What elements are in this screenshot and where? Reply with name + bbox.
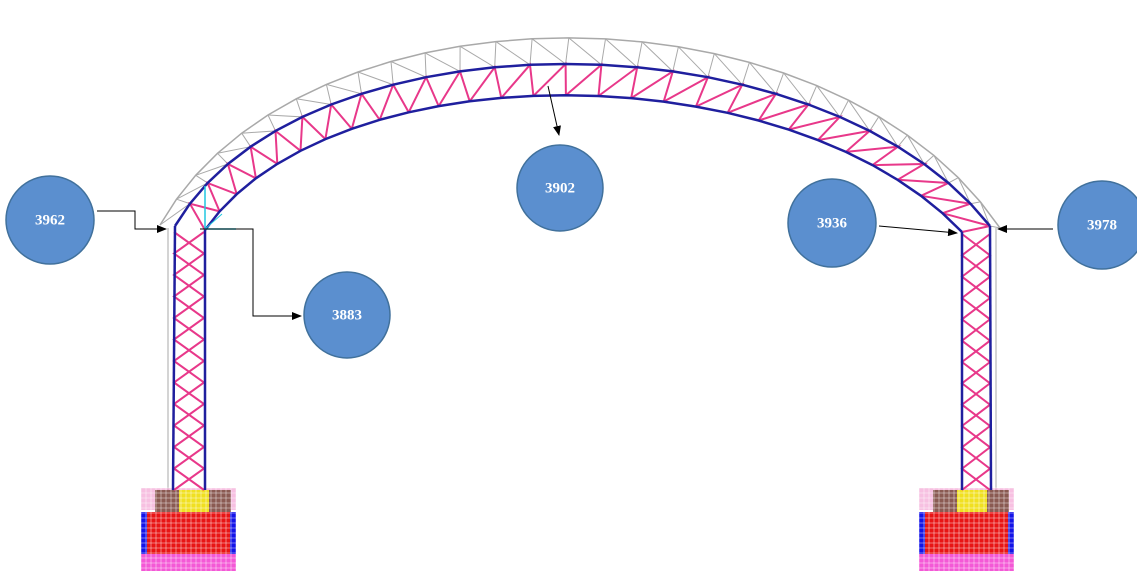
outer-frame-web xyxy=(848,99,880,132)
outer-frame-web xyxy=(906,134,935,165)
left-column-outer-chord xyxy=(171,225,177,491)
right-footing-mesh xyxy=(918,487,1015,571)
left-footing-mesh xyxy=(140,487,237,571)
arrow-3883 xyxy=(200,228,302,320)
arch-web-diagonal xyxy=(468,64,503,102)
leader-arrows xyxy=(97,85,1053,320)
node-marker-3962 xyxy=(5,175,95,265)
node-callout-3936: 3936 xyxy=(787,178,877,268)
outer-frame-web xyxy=(605,38,643,69)
outer-frame-web xyxy=(783,72,818,106)
arch-web-diagonal xyxy=(817,129,874,153)
axis-z-line xyxy=(204,213,223,230)
footing-brown-block xyxy=(987,490,1009,512)
outer-frame-web xyxy=(357,61,394,86)
footing-bottom-band xyxy=(919,554,1014,571)
footing-yellow-block xyxy=(179,490,209,512)
node-callout-3902: 3902 xyxy=(516,144,604,232)
footing-brown-block xyxy=(209,490,231,512)
footing-bottom-band xyxy=(141,554,236,571)
outer-frame-lines xyxy=(159,37,1001,490)
node-marker-3902 xyxy=(516,144,604,232)
arrow-3936 xyxy=(878,225,958,237)
truss-chords xyxy=(171,62,993,491)
arch-inner-chord xyxy=(204,94,963,233)
outer-frame-web xyxy=(267,98,304,118)
node-callout-3962: 3962 xyxy=(5,175,95,265)
outer-frame-web xyxy=(816,85,849,118)
node-label-3883: 3883 xyxy=(332,307,362,323)
node-marker-3883 xyxy=(303,271,391,359)
node-marker-3978 xyxy=(1057,180,1137,270)
arch-web-diagonal xyxy=(630,69,675,102)
right-column-outer-chord xyxy=(988,225,993,491)
node-label-3962: 3962 xyxy=(35,212,65,228)
arch-web-diagonal xyxy=(597,64,639,99)
arch-web-diagonal xyxy=(500,62,535,99)
node-label-3936: 3936 xyxy=(817,215,848,231)
node-callout-3978: 3978 xyxy=(1057,180,1137,270)
outer-frame-web xyxy=(495,38,533,66)
arch-web-diagonal xyxy=(872,162,928,181)
arrow-3962 xyxy=(97,210,167,233)
node-label-3978: 3978 xyxy=(1087,217,1117,233)
outer-frame-web xyxy=(531,37,570,65)
outer-frame-web xyxy=(296,84,332,106)
node-marker-3936 xyxy=(787,178,877,268)
outer-frame-web xyxy=(568,37,606,66)
outer-frame-web xyxy=(195,152,229,176)
arch-web-diagonal xyxy=(897,178,949,197)
arch-web-diagonal xyxy=(565,62,603,97)
arch-outer-chord xyxy=(173,62,991,227)
node-label-3902: 3902 xyxy=(545,180,575,196)
node-callout-3883: 3883 xyxy=(303,271,391,359)
arrow-3902 xyxy=(547,85,561,136)
footing-yellow-block xyxy=(957,490,987,512)
